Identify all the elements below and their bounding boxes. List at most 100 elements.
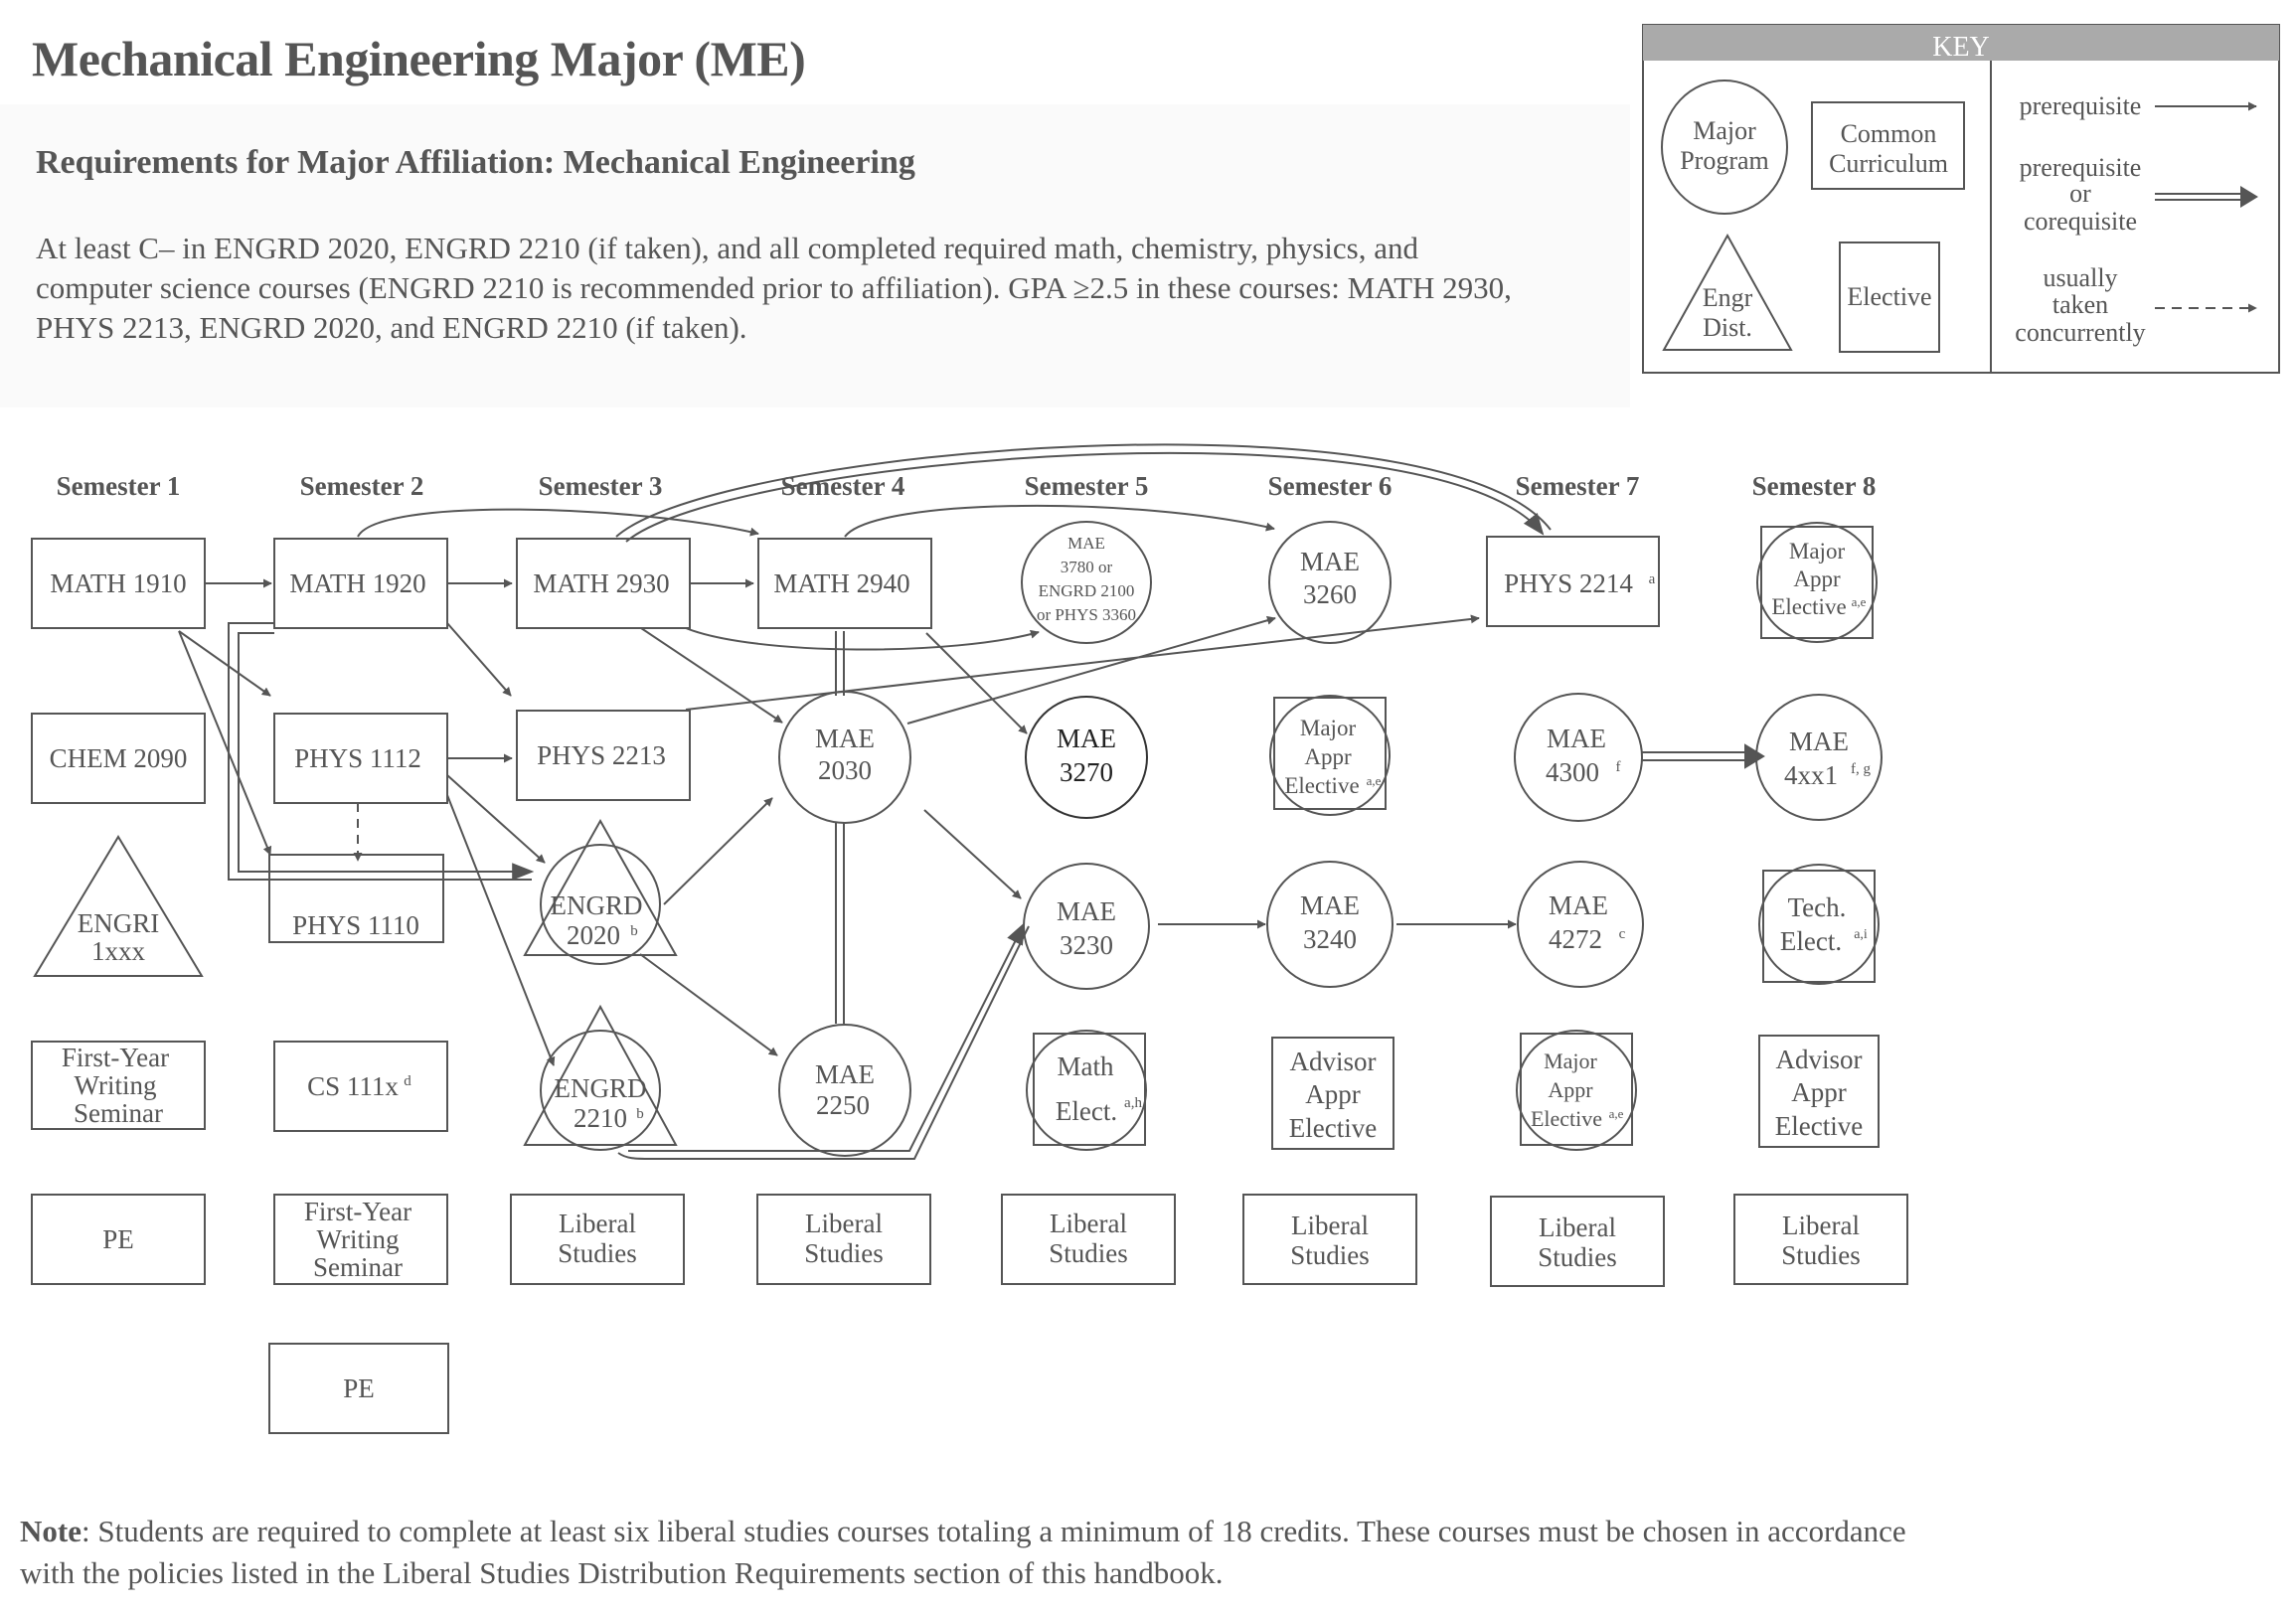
arrow-mae2030-mae3230 xyxy=(923,809,1022,899)
cs111x-label: CS 111x xyxy=(307,1071,399,1101)
mae3780-label: or PHYS 3360 xyxy=(1037,605,1136,624)
arrow-engrd2020-mae2250 xyxy=(639,953,778,1056)
math-elect-square xyxy=(1033,1033,1146,1146)
semester-6-header: Semester 6 xyxy=(1268,471,1393,501)
cs111x-box xyxy=(273,1041,448,1132)
arrow-math1910-engrd2020 xyxy=(178,630,272,856)
mae2250-label: 2250 xyxy=(816,1090,870,1120)
mae2030-label: 2030 xyxy=(818,755,872,785)
sem7-major-appr-footnote: a,e xyxy=(1609,1106,1624,1121)
mae3780-label: ENGRD 2100 xyxy=(1039,581,1135,600)
semester-8-header: Semester 8 xyxy=(1752,471,1877,501)
advisor6-label: Advisor xyxy=(1290,1047,1377,1076)
pe2-box xyxy=(268,1343,449,1434)
advisor6-label: Elective xyxy=(1289,1113,1377,1143)
key-coreq-label: corequisite xyxy=(2024,207,2137,236)
semester-5-header: Semester 5 xyxy=(1025,471,1149,501)
key-major-program-label: Program xyxy=(1680,146,1769,175)
lib3-box xyxy=(510,1194,685,1285)
key-coreq-label: or xyxy=(2069,179,2091,208)
advisor6-label: Appr xyxy=(1305,1079,1361,1109)
semester-1-header: Semester 1 xyxy=(57,471,181,501)
mae4272-footnote: c xyxy=(1619,926,1626,942)
mae3260-label: 3260 xyxy=(1303,579,1357,609)
engrd2210-circle xyxy=(540,1030,661,1151)
key-common-curriculum-label: Curriculum xyxy=(1829,149,1948,178)
note-body: : Students are required to complete at l… xyxy=(81,1514,1906,1548)
lib6-label: Liberal xyxy=(1291,1210,1369,1240)
fws2-label: Seminar xyxy=(313,1252,403,1282)
lib5-label: Liberal xyxy=(1050,1209,1127,1238)
key-engr-dist-label: Dist. xyxy=(1703,313,1752,342)
lib6-box xyxy=(1242,1194,1417,1285)
key-elective-label: Elective xyxy=(1847,282,1931,311)
fws1-label: Writing xyxy=(75,1070,157,1100)
semester-3-header: Semester 3 xyxy=(539,471,663,501)
mae3270-circle xyxy=(1025,696,1148,819)
sem8-major-appr-circle xyxy=(1756,522,1878,643)
arrow-math1920-engrd2020-double xyxy=(228,622,535,881)
math2940-label: MATH 2940 xyxy=(773,568,909,598)
key-concurrent-label: concurrently xyxy=(2015,318,2145,347)
tech-elect-circle xyxy=(1758,864,1880,985)
mae2030-circle xyxy=(778,691,911,824)
pe2-label: PE xyxy=(343,1373,375,1403)
requirements-text: At least C– in ENGRD 2020, ENGRD 2210 (i… xyxy=(36,229,1646,348)
mae3240-circle xyxy=(1266,861,1394,988)
arrow-math2940-mae3270 xyxy=(925,632,1028,734)
mae3230-circle xyxy=(1023,863,1150,990)
requirements-line: computer science courses (ENGRD 2210 is … xyxy=(36,270,1512,305)
engri-triangle xyxy=(33,835,204,977)
phys2214-box xyxy=(1486,536,1660,627)
tech-elect-footnote: a,i xyxy=(1854,927,1868,942)
mae2250-label: MAE xyxy=(815,1059,875,1089)
key-legend: KEY Major Program Common Curriculum Engr… xyxy=(1642,24,2280,374)
lib7-label: Studies xyxy=(1538,1242,1617,1272)
lib4-box xyxy=(756,1194,931,1285)
sem6-major-appr-label: Elective xyxy=(1284,773,1359,798)
key-concurrent-label: taken xyxy=(2052,290,2108,319)
fws1-label: Seminar xyxy=(74,1098,163,1128)
arrow-math1910-phys1112 xyxy=(178,630,271,697)
mae4xx1-circle xyxy=(1755,694,1883,821)
arrow-phys1112-engrd2020 xyxy=(446,774,546,864)
mae3230-label: 3230 xyxy=(1060,930,1113,960)
arrow-math1920-math2940 xyxy=(357,508,759,538)
pe1-label: PE xyxy=(102,1224,134,1254)
mae4300-label: 4300 xyxy=(1546,757,1599,787)
key-common-curriculum-shape xyxy=(1811,101,1965,190)
sem8-major-appr-footnote: a,e xyxy=(1852,594,1867,609)
phys2213-box xyxy=(516,710,691,801)
fws2-label: First-Year xyxy=(304,1197,411,1226)
engrd2210-footnote: b xyxy=(636,1106,644,1122)
mae4300-label: MAE xyxy=(1547,724,1606,753)
arrow-math2940-mae3260 xyxy=(844,504,1275,538)
requirements-panel xyxy=(0,104,1630,407)
mae4272-label: MAE xyxy=(1549,890,1608,920)
arrow-engrd2210-mae3230-double xyxy=(617,922,1030,1160)
mae4300-footnote: f xyxy=(1616,759,1621,775)
sem7-major-appr-label: Elective xyxy=(1531,1106,1602,1131)
mae3780-circle xyxy=(1021,521,1152,644)
tech-elect-square xyxy=(1762,870,1876,983)
tech-elect-label: Tech. xyxy=(1788,892,1847,922)
math2930-label: MATH 2930 xyxy=(533,568,669,598)
arrow-math2930-mae3780 xyxy=(685,627,1040,651)
mae4xx1-footnote: f, g xyxy=(1851,761,1871,777)
arrow-math2930-phys2214-double xyxy=(615,443,1552,543)
sem7-major-appr-square xyxy=(1520,1033,1633,1146)
sem8-major-appr-label: Elective xyxy=(1771,594,1846,619)
mae3270-label: MAE xyxy=(1057,724,1116,753)
phys1112-box xyxy=(273,713,448,804)
tech-elect-label: Elect. xyxy=(1780,926,1842,956)
advisor8-label: Appr xyxy=(1791,1077,1847,1107)
engrd2020-footnote: b xyxy=(630,923,638,939)
lib7-label: Liberal xyxy=(1539,1212,1616,1242)
mae4300-circle xyxy=(1514,693,1643,822)
advisor8-label: Elective xyxy=(1775,1111,1863,1141)
chem2090-label: CHEM 2090 xyxy=(50,743,188,773)
phys2214-footnote: a xyxy=(1649,571,1656,587)
engrd2210-triangle xyxy=(523,1004,678,1146)
advisor8-label: Advisor xyxy=(1776,1045,1863,1074)
